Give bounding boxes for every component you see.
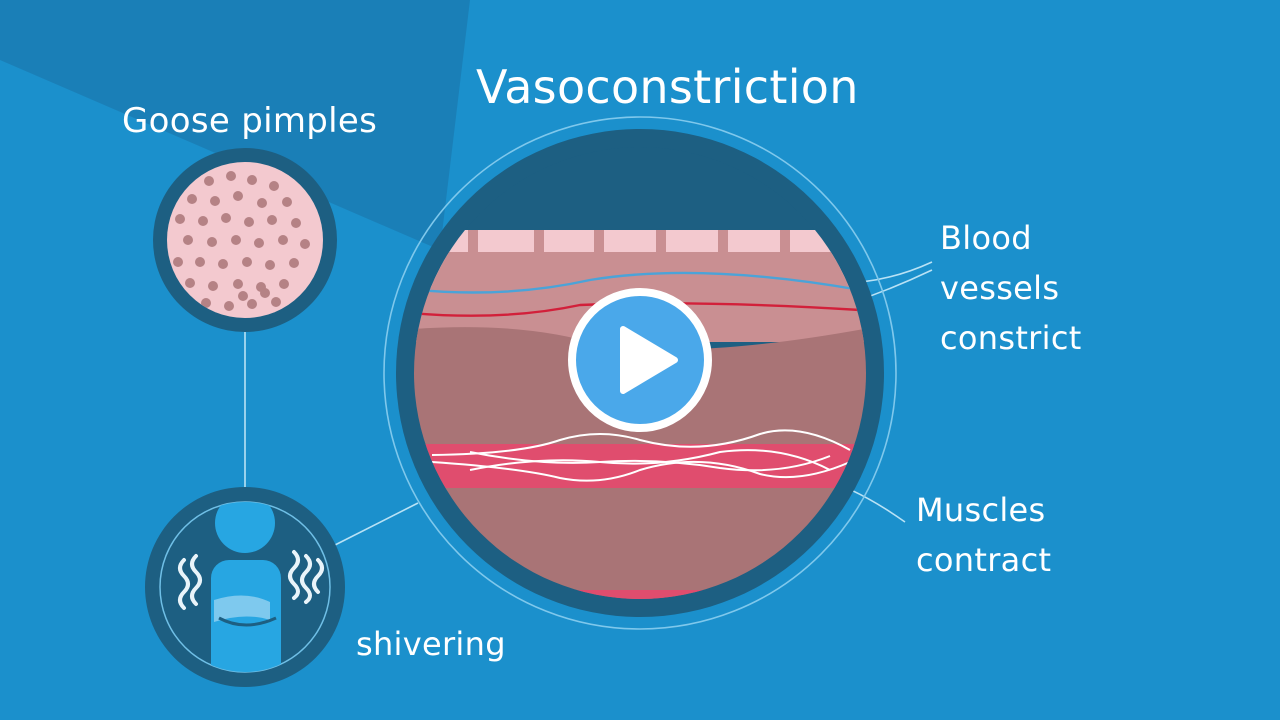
background-shade xyxy=(0,0,470,250)
lower-muscle-band xyxy=(414,590,866,599)
play-button[interactable] xyxy=(567,287,713,433)
play-icon xyxy=(568,288,712,432)
blood-vessels-label-line1: Blood xyxy=(940,219,1032,257)
diagram-title: Vasoconstriction xyxy=(476,60,859,114)
artery-line xyxy=(414,302,861,317)
shivering-person xyxy=(211,502,281,672)
muscle-fibers xyxy=(431,429,851,482)
shiver-lines xyxy=(178,550,324,610)
goose-pimples-circle xyxy=(153,148,337,332)
blood-vessels-label-line2: vessels xyxy=(940,269,1060,307)
shivering-label: shivering xyxy=(356,625,506,663)
muscles-label-line2: contract xyxy=(916,541,1052,579)
goose-pimples-label: Goose pimples xyxy=(122,101,378,141)
blood-vessels-label-line3: constrict xyxy=(940,319,1082,357)
vein-line xyxy=(414,271,861,294)
muscles-label-line1: Muscles xyxy=(916,491,1046,529)
skin-cross-section xyxy=(383,116,897,630)
shivering-circle xyxy=(145,487,345,687)
goose-bumps xyxy=(173,171,310,311)
epidermis-ridges xyxy=(468,230,790,252)
